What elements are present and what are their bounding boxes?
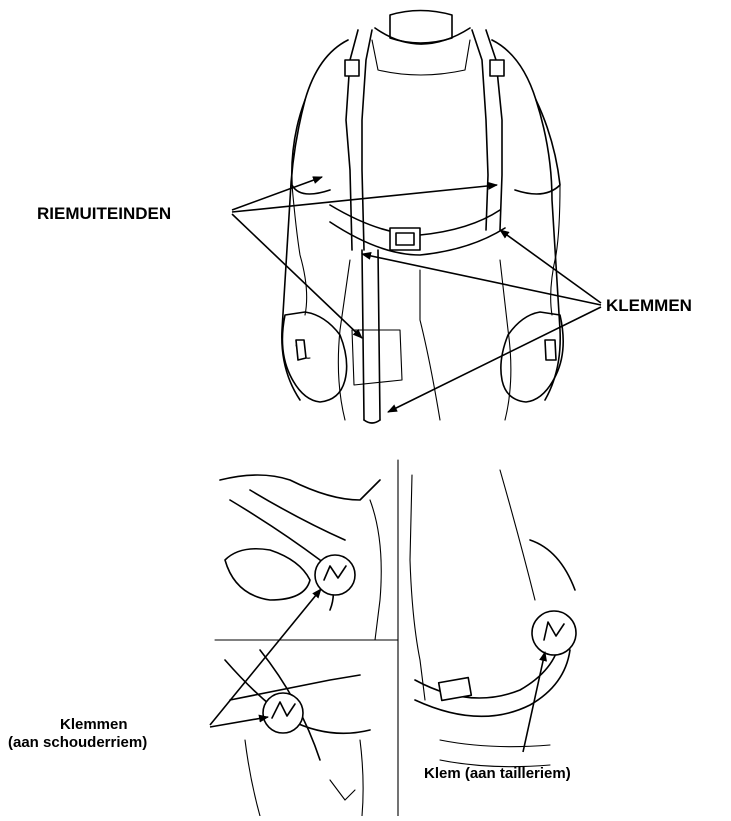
label-clamps-shoulder-2: (aan schouderriem) xyxy=(8,734,147,752)
leader-arrows xyxy=(210,177,601,752)
label-strap-ends: RIEMUITEINDEN xyxy=(37,204,171,224)
label-clamp-waist: Klem (aan tailleriem) xyxy=(424,765,571,783)
label-clamps: KLEMMEN xyxy=(606,296,692,316)
detail-shoulder-clamps xyxy=(215,460,398,816)
label-clamps-shoulder-1: Klemmen xyxy=(60,716,128,734)
top-figure-person xyxy=(282,11,563,424)
detail-waist-clamp xyxy=(410,470,576,767)
